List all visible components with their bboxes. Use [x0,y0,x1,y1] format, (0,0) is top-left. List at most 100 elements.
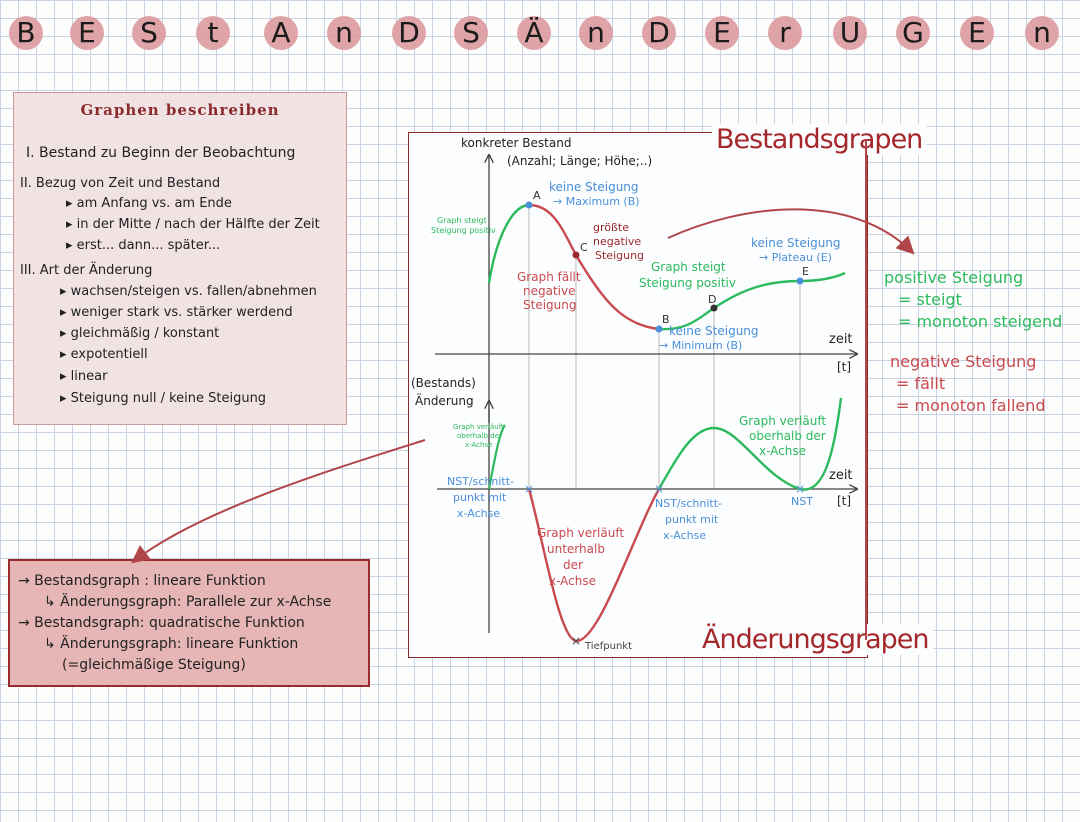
label-d: D [708,293,716,306]
top-y-label-1: konkreter Bestand [461,136,571,150]
annotation-plateau-2: → Plateau (E) [759,251,832,264]
title-letter: E [958,14,996,52]
list-item: ↳ Änderungsgraph: Parallele zur x-Achse [44,594,332,610]
annotation-steepest-1: größte [593,221,629,234]
list-item: ▸ gleichmäßig / konstant [60,326,220,341]
negative-slope-note: = fällt [896,374,946,393]
rate-curve-below [527,488,661,643]
graph-svg: A B C D E × × × × konkreter Bestand (Anz… [411,136,869,652]
box-heading: Graphen beschreiben [80,101,280,119]
list-item: ▸ wachsen/steigen vs. fallen/abnehmen [60,284,317,299]
title-letter: D [640,14,678,52]
title-letter: r [766,14,804,52]
stock-curve-rising-2 [658,271,846,331]
title-letter: E [703,14,741,52]
annotation-small-rising-2: Steigung positiv [431,226,496,235]
annotation-nst1-1: NST/schnitt- [447,475,514,488]
title-letter: G [894,14,932,52]
annotation-steepest-2: negative [593,235,641,248]
function-types-box: → Bestandsgraph : lineare Funktion ↳ Änd… [8,559,370,687]
annotation-rising-1: Graph steigt [651,260,726,274]
title-letter: n [577,14,615,52]
annotation-nst2-2: punkt mit [665,513,719,526]
positive-slope-note: = monoton steigend [898,312,1063,331]
annotation-tiefpunkt: Tiefpunkt [584,641,632,652]
list-item: ▸ linear [60,369,108,384]
rate-graph-title: Änderungsgrapen [698,624,933,655]
title-letter: U [831,14,869,52]
annotation-falling-2: negative [523,284,575,298]
annotation-falling-1: Graph fällt [517,270,581,284]
page-title: B E S t A n D S Ä n D E r U G E n [0,10,1080,66]
annotation-min-2: → Minimum (B) [659,339,742,352]
annotation-nst2-3: x-Achse [663,529,706,542]
annotation-rising-2: Steigung positiv [639,276,736,290]
annotation-steepest-3: Steigung [595,249,644,262]
arrow-to-bottom-box [131,439,426,564]
list-item: ▸ expotentiell [60,347,148,362]
title-letter: B [7,14,45,52]
stock-curve-rising [487,203,530,284]
annotation-small-above-2: oberhalb der [457,432,502,440]
list-item: ▸ am Anfang vs. am Ende [66,196,232,211]
top-y-label-2: (Anzahl; Länge; Höhe;..) [507,154,652,168]
point-b [655,325,663,333]
annotation-small-rising-1: Graph steigt [437,216,487,225]
list-item: (=gleichmäßige Steigung) [62,657,246,673]
list-item: → Bestandsgraph : lineare Funktion [18,573,266,589]
title-letter: D [390,14,428,52]
point-a [525,201,533,209]
describe-graphs-box: Graphen beschreiben I. Bestand zu Beginn… [13,92,347,425]
annotation-max-2: → Maximum (B) [553,195,640,208]
annotation-small-above-3: x-Achse [465,441,492,449]
annotation-nst1-2: punkt mit [453,491,507,504]
bottom-x-label: zeit [829,468,853,483]
annotation-above-3: x-Achse [759,444,806,458]
annotation-below-3: der [563,558,583,572]
guide-lines [528,205,801,489]
annotation-below-4: x-Achse [549,574,596,588]
label-b: B [662,313,670,326]
bottom-x-unit: [t] [837,494,851,508]
nst-marker: × [654,482,664,496]
rate-curve-above [657,397,843,491]
label-c: C [580,241,588,254]
title-letter: E [68,14,106,52]
title-letter: A [262,14,300,52]
list-item: ▸ Steigung null / keine Steigung [60,391,267,406]
list-item: ▸ weniger stark vs. stärker werdend [60,305,293,320]
annotation-nst3: NST [791,495,813,508]
list-item: III. Art der Änderung [20,263,153,278]
label-e: E [802,265,809,278]
title-letter: Ä [515,14,553,52]
annotation-falling-3: Steigung [523,298,576,312]
bottom-y-label-1: (Bestands) [411,376,476,390]
negative-slope-note: negative Steigung [890,352,1037,371]
list-item: ▸ erst... dann... später... [66,238,221,253]
nst-marker: × [795,482,805,496]
title-letter: n [325,14,363,52]
title-letter: S [130,14,168,52]
negative-slope-note: = monoton fallend [896,396,1046,415]
annotation-above-1: Graph verläuft [739,414,826,428]
stock-graph-title: Bestandsgrapen [712,124,927,155]
title-letter: t [194,14,232,52]
annotation-below-2: unterhalb [547,542,605,556]
annotation-min-1: keine Steigung [669,324,759,338]
tiefpunkt-marker: × [571,634,581,648]
annotation-small-above-1: Graph verläuft [453,423,504,431]
point-e [796,277,804,285]
list-item: ↳ Änderungsgraph: lineare Funktion [44,636,299,652]
annotation-nst2-1: NST/schnitt- [655,497,722,510]
title-letter: n [1023,14,1061,52]
graph-diagram: A B C D E × × × × konkreter Bestand (Anz… [408,132,868,658]
nst-marker: × [524,482,534,496]
point-d [710,304,718,312]
annotation-plateau-1: keine Steigung [751,236,841,250]
top-x-label: zeit [829,332,853,347]
bottom-y-label-2: Änderung [415,393,474,408]
annotation-max-1: keine Steigung [549,180,639,194]
list-item: ▸ in der Mitte / nach der Hälfte der Zei… [66,217,320,232]
annotation-nst1-3: x-Achse [457,507,500,520]
point-c [572,251,580,259]
